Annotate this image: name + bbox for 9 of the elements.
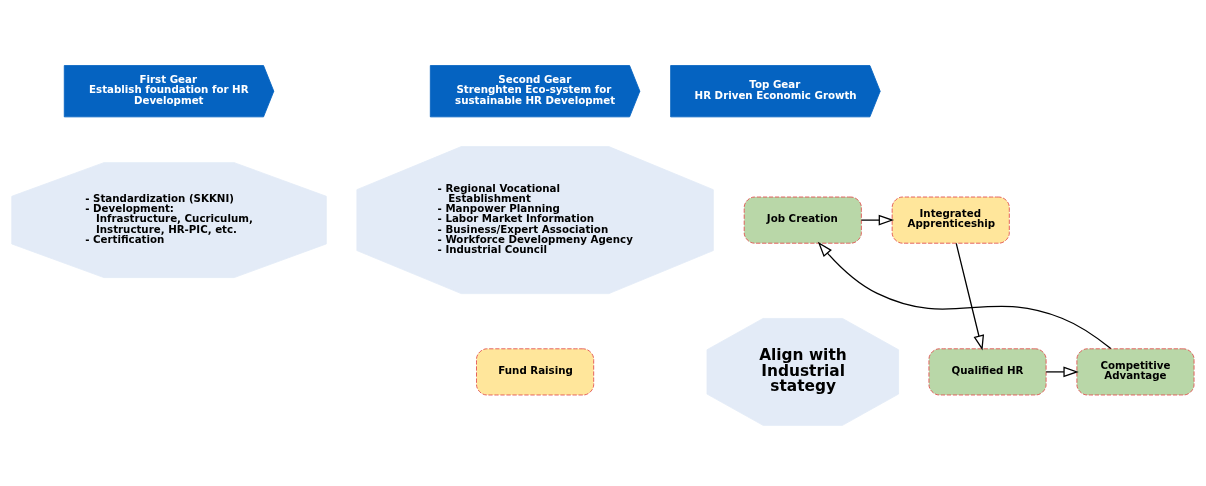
arrow [817,241,1112,350]
node-box: Competitive Advantage [1076,348,1195,396]
arrow [1045,366,1079,378]
node-box: Qualified HR [928,348,1047,396]
arrow [860,214,895,226]
node-box: Fund Raising [476,348,595,396]
node-box: Job Creation [743,196,862,244]
node-box: Integrated Apprenticeship [891,196,1010,244]
arrow [955,242,985,351]
